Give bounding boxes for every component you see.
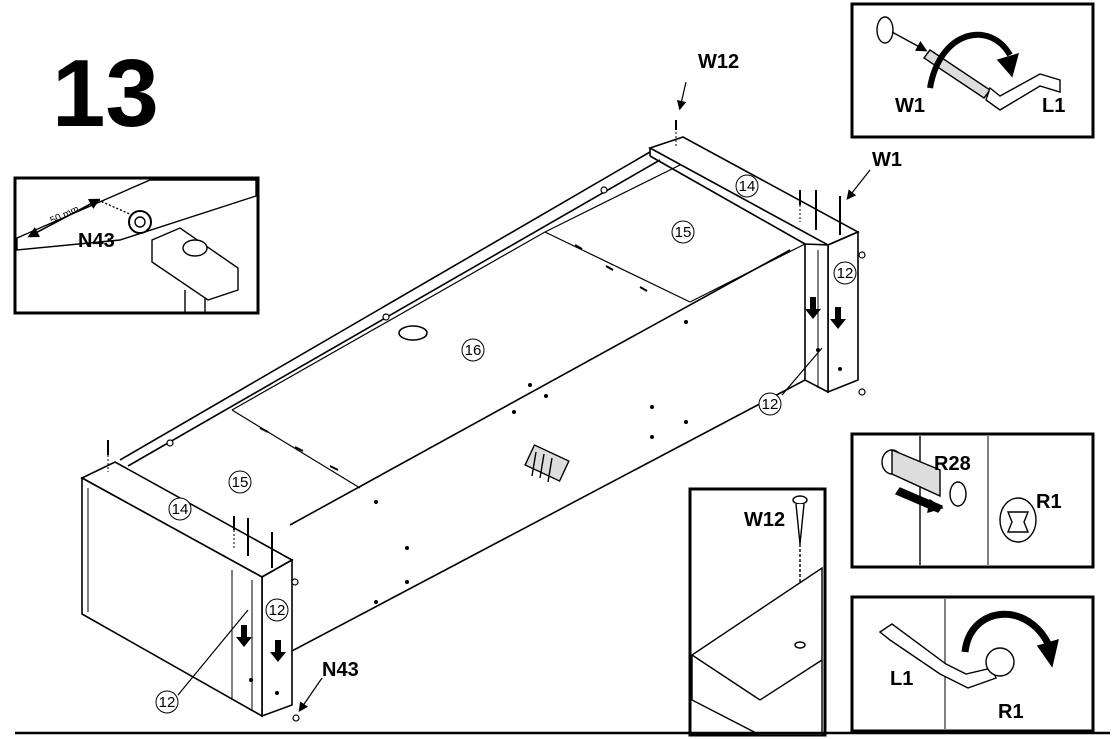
label-w12-top: W12 (698, 51, 739, 73)
step-number: 13 (52, 40, 159, 147)
down-arrows (236, 297, 846, 662)
screws (107, 120, 841, 568)
label-l1-inset: L1 (1042, 95, 1065, 117)
inset-screw: W12 (688, 487, 827, 737)
callout-12-right-lead: 12 (762, 396, 779, 413)
inset-cam-lock: R28 R1 (850, 432, 1095, 569)
cable-hole (398, 325, 428, 341)
cabinet-assembly (80, 81, 871, 722)
callout-15-front: 15 (232, 474, 249, 491)
callout-15-back: 15 (675, 224, 692, 241)
panel-12-right (827, 230, 859, 394)
adjustable-foot (524, 444, 570, 483)
label-n43-inset: N43 (78, 230, 115, 252)
callout-12-left-side: 12 (269, 602, 286, 619)
label-w1-side: W1 (872, 149, 902, 171)
callout-14-back: 14 (739, 178, 756, 195)
label-w12-inset: W12 (744, 509, 785, 531)
label-l1-turn: L1 (890, 668, 913, 690)
label-r1-lock: R1 (1036, 491, 1062, 513)
part-callouts (155, 174, 857, 714)
label-r1-turn: R1 (998, 701, 1024, 723)
callout-12-right-side: 12 (837, 265, 854, 282)
callout-14-front: 14 (172, 501, 189, 518)
inset-n43: 50 mm N43 (13, 176, 260, 315)
callout-16: 16 (465, 342, 482, 359)
label-n43-bottom: N43 (322, 659, 359, 681)
label-w1-inset: W1 (895, 95, 925, 117)
label-r28: R28 (934, 453, 971, 475)
inset-cam-bolt: W1 L1 (850, 2, 1095, 139)
callout-12-left-lead: 12 (159, 694, 176, 711)
inset-turn: L1 R1 (850, 595, 1095, 733)
